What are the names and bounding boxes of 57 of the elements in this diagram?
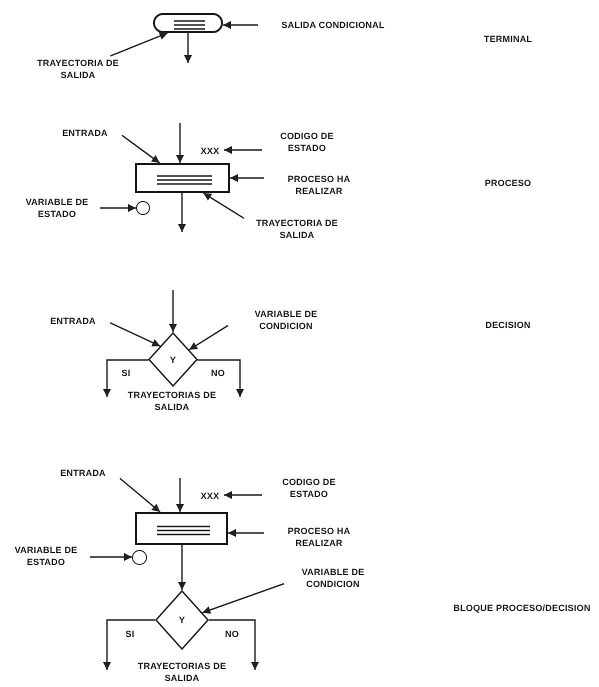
leader-line [202, 192, 244, 219]
decision-diamond [155, 590, 209, 650]
arrow [184, 33, 192, 63]
arrow [176, 123, 184, 163]
arrow [209, 619, 259, 670]
leader-line [90, 553, 132, 561]
arrow [103, 359, 148, 397]
annotation-text: ENTRADA [48, 126, 122, 140]
arrow [176, 478, 184, 512]
leader-line [224, 146, 262, 154]
section-title: BLOQUE PROCESO/DECISION [452, 602, 592, 615]
diamond-label: Y [178, 614, 186, 626]
section-title: PROCESO [484, 177, 532, 190]
leader-line [230, 174, 264, 182]
leader-line [202, 583, 284, 614]
caption-text: TRAYECTORIAS DE SALIDA [126, 389, 218, 414]
annotation-text: VARIABLE DE CONDICION [284, 564, 382, 592]
annotation-text: TRAYECTORIA DE SALIDA [244, 216, 350, 242]
arrow [103, 619, 155, 670]
leader-line [100, 204, 136, 212]
leader-line [110, 32, 168, 57]
arrow [178, 193, 186, 232]
annotation-text: ENTRADA [46, 466, 120, 480]
leader-line [188, 324, 228, 350]
annotation-text: TRAYECTORIA DE SALIDA [26, 56, 130, 82]
caption-text: TRAYECTORIAS DE SALIDA [136, 660, 228, 685]
edge-label: SI [120, 367, 132, 379]
annotation-text: CODIGO DE ESTADO [262, 128, 352, 156]
state-code: XXX [196, 144, 224, 157]
leader-line [122, 134, 160, 164]
decision-diamond [148, 332, 198, 387]
leader-line [120, 478, 161, 513]
diamond-label: Y [170, 354, 176, 366]
edge-label: NO [224, 628, 240, 640]
annotation-text: ENTRADA [36, 314, 110, 328]
annotation-text: PROCESO HA REALIZAR [264, 171, 374, 199]
arrow [169, 290, 177, 332]
section-title: TERMINAL [482, 33, 534, 46]
annotation-text: SALIDA CONDICIONAL [258, 18, 408, 32]
annotation-text: PROCESO HA REALIZAR [264, 523, 374, 551]
arrow [178, 545, 186, 590]
leader-line [224, 491, 262, 499]
leader-line [228, 529, 264, 537]
annotation-text: VARIABLE DE ESTADO [14, 195, 100, 221]
edge-label: SI [124, 628, 136, 640]
leader-line [223, 21, 258, 29]
process-box [135, 163, 230, 193]
state-code: XXX [196, 489, 224, 502]
annotation-text: CODIGO DE ESTADO [262, 474, 356, 502]
process-box [135, 512, 228, 545]
edge-label: NO [210, 367, 226, 379]
annotation-text: VARIABLE DE ESTADO [2, 543, 90, 569]
arrow [198, 359, 244, 397]
section-title: DECISION [484, 319, 532, 332]
terminal-box [153, 13, 223, 33]
annotation-text: VARIABLE DE CONDICION [228, 306, 344, 334]
leader-line [110, 322, 160, 347]
